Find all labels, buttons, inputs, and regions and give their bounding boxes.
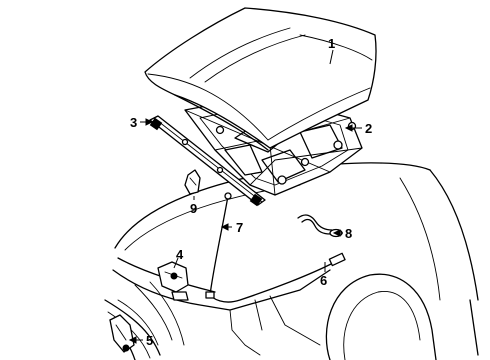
- prop-rod: [205, 192, 232, 299]
- callout-3: 3: [130, 115, 154, 130]
- callout-7-label: 7: [236, 220, 243, 235]
- callout-9: 9: [190, 196, 197, 216]
- hood-hinge-strip: [149, 115, 266, 207]
- callout-6-label: 6: [320, 273, 327, 288]
- hood-panel: [144, 7, 377, 151]
- vehicle-body: [109, 162, 479, 360]
- callout-3-label: 3: [130, 115, 137, 130]
- latch-support: [109, 314, 135, 353]
- callout-4: 4: [173, 247, 184, 269]
- callout-2: 2: [344, 121, 372, 136]
- callout-6: 6: [320, 262, 327, 288]
- callout-2-label: 2: [365, 121, 372, 136]
- callout-5-label: 5: [146, 333, 153, 348]
- callout-1: 1: [328, 36, 335, 65]
- release-cable: [207, 252, 346, 303]
- callout-8: 8: [332, 226, 352, 241]
- callout-8-label: 8: [345, 226, 352, 241]
- hood-striker: [184, 169, 201, 195]
- callout-1-label: 1: [328, 36, 335, 51]
- bumper: [104, 299, 161, 359]
- callout-9-label: 9: [190, 201, 197, 216]
- callout-7: 7: [220, 220, 243, 235]
- callout-5: 5: [128, 333, 153, 348]
- callout-4-label: 4: [176, 247, 184, 262]
- hood-latch: [157, 261, 189, 301]
